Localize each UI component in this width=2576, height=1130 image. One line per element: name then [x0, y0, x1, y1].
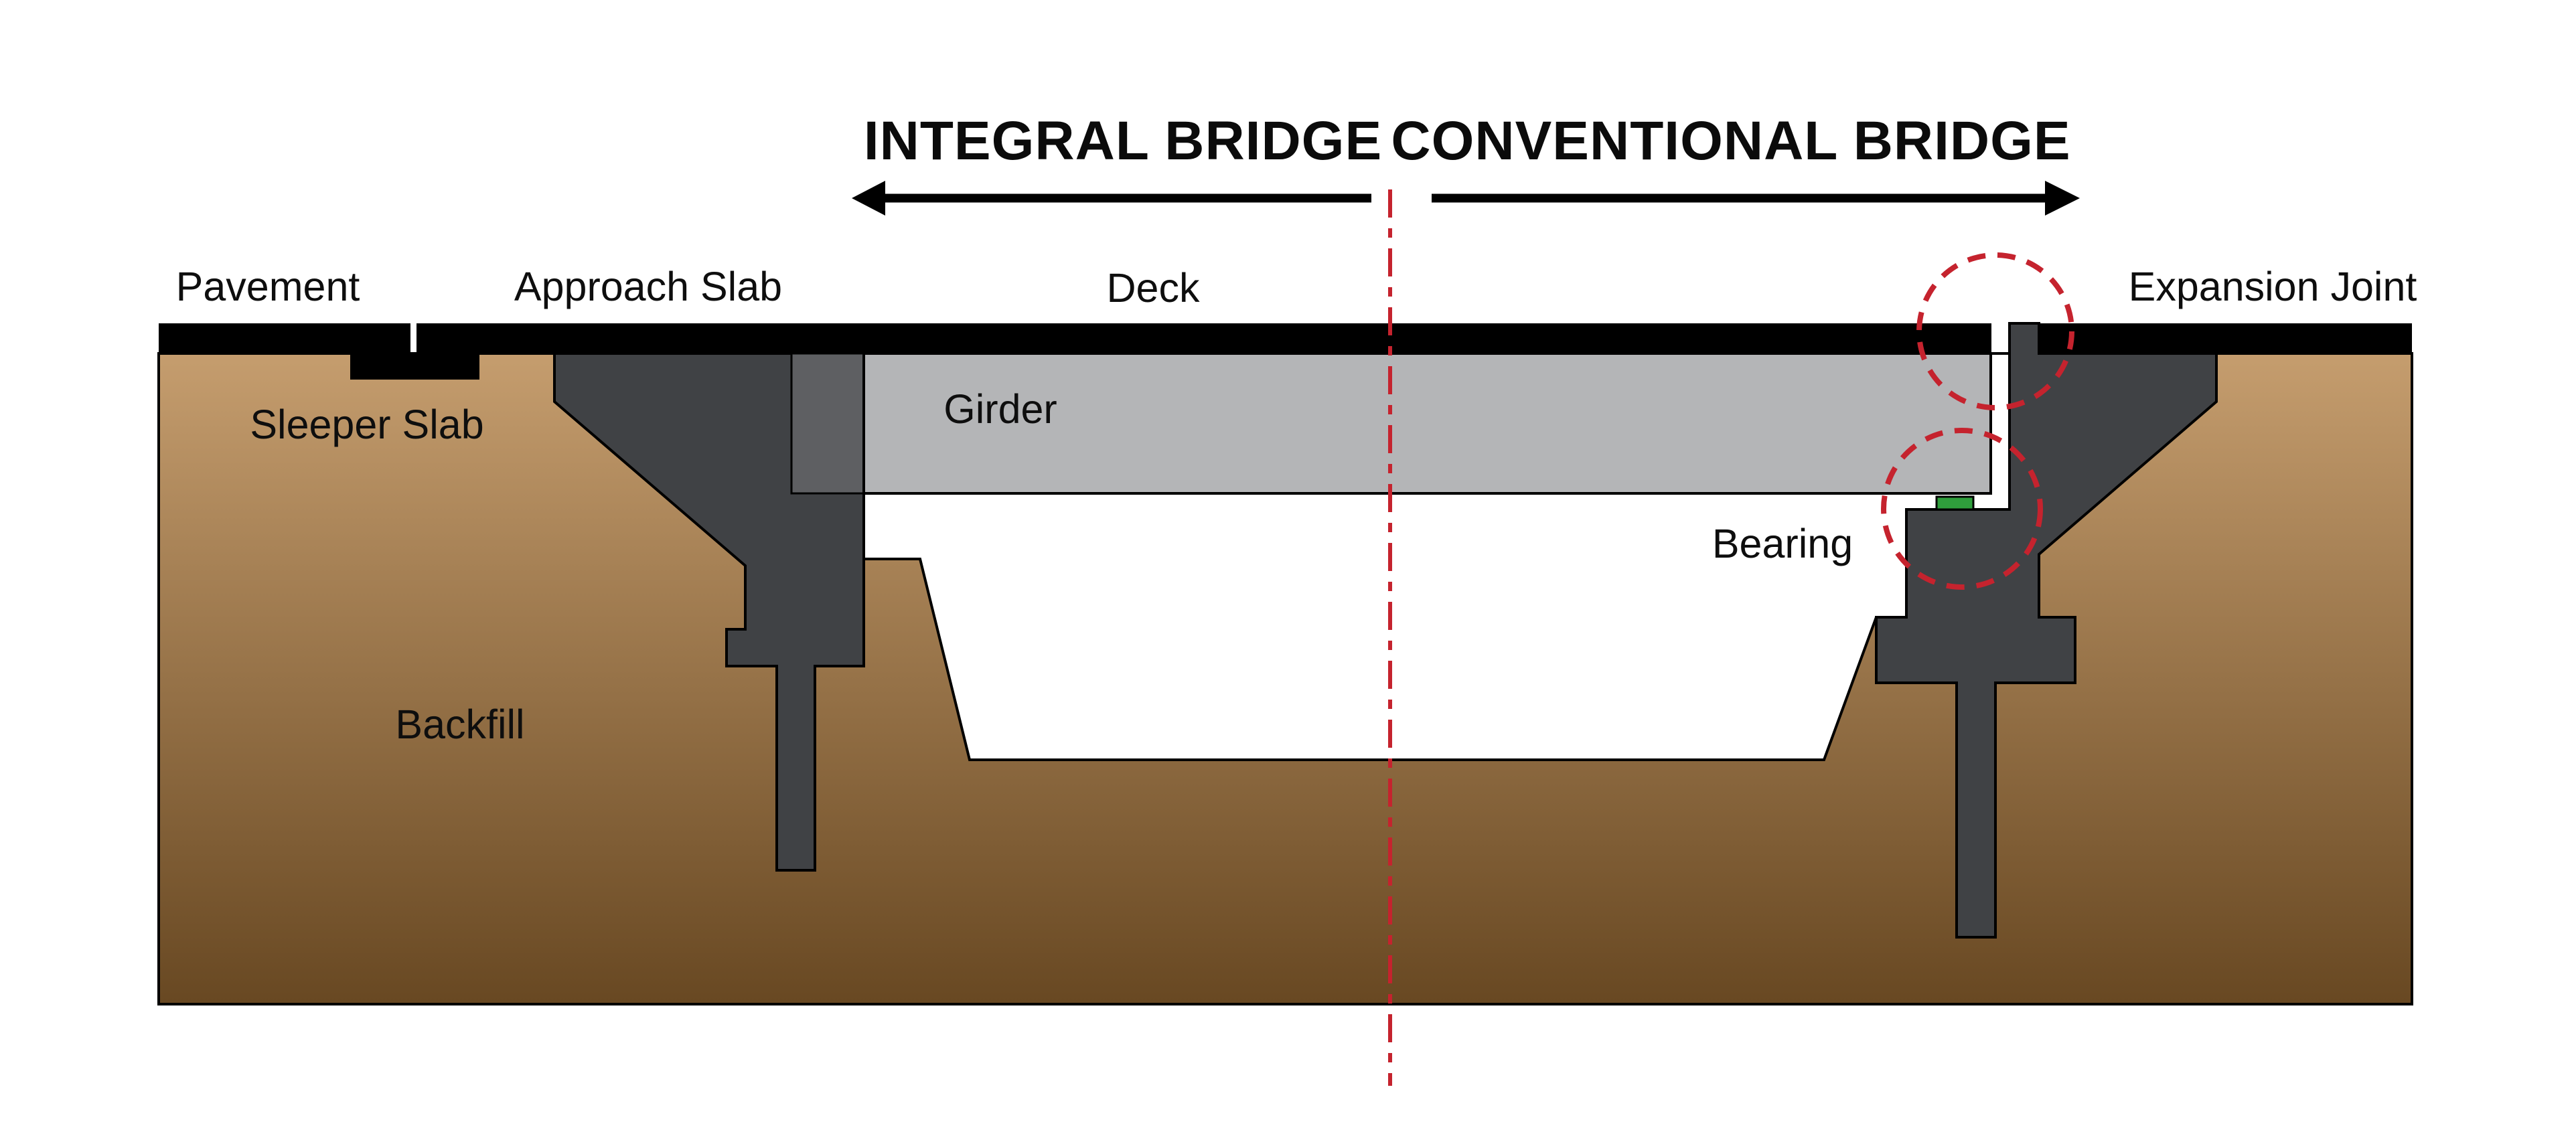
integral-abutment — [553, 352, 865, 872]
label-bearing: Bearing — [1712, 521, 1853, 566]
label-pavement: Pavement — [176, 264, 360, 309]
label-backfill: Backfill — [395, 702, 524, 747]
label-deck: Deck — [1107, 265, 1200, 311]
label-approach-slab: Approach Slab — [514, 264, 782, 309]
label-expansion-joint: Expansion Joint — [2129, 264, 2417, 309]
expansion-joint-highlight-circle — [1916, 252, 2074, 410]
integral-end-diaphragm — [790, 352, 865, 495]
sleeper-slab-block — [350, 353, 479, 380]
label-sleeper-slab: Sleeper Slab — [250, 402, 483, 447]
label-girder: Girder — [943, 386, 1057, 432]
arrow-left-icon — [852, 181, 1371, 216]
bearing-highlight-circle — [1881, 428, 2043, 590]
arrow-right-icon — [1432, 181, 2080, 216]
pavement-surface-left — [159, 323, 410, 353]
girder-body — [862, 352, 1992, 495]
title-integral-bridge: INTEGRAL BRIDGE — [864, 110, 1382, 171]
title-conventional-bridge: CONVENTIONAL BRIDGE — [1391, 110, 2070, 171]
pavement-surface-right — [2039, 323, 2412, 353]
bearing-pad — [1935, 495, 1975, 511]
deck-surface-center — [416, 323, 1991, 353]
